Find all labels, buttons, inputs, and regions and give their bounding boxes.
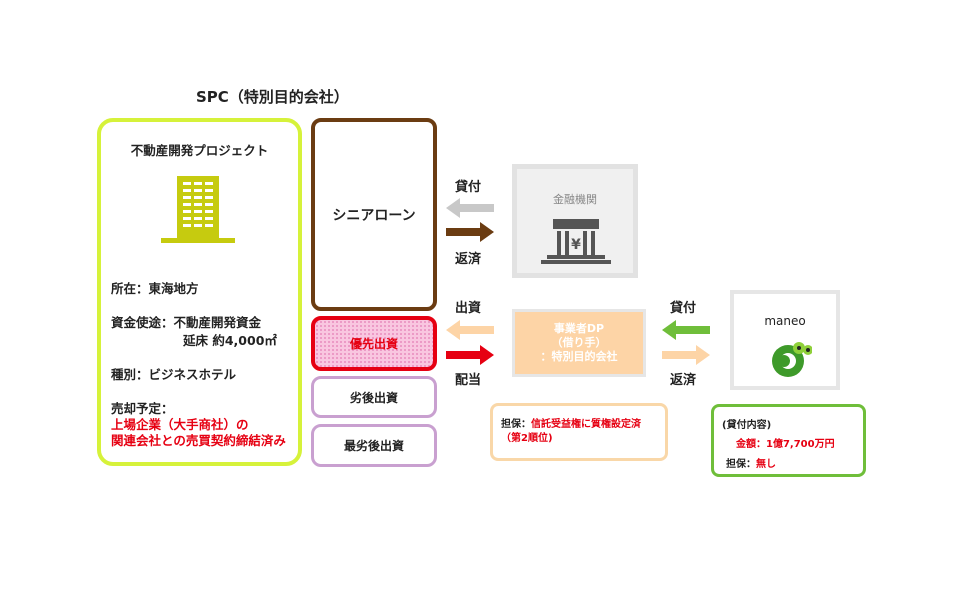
subordinated-equity-label: 劣後出資: [349, 390, 398, 405]
project-heading: 不動産開発プロジェクト: [130, 143, 269, 158]
senior-loan-label: シニアローン: [332, 207, 416, 224]
property-type-field: 種別：ビジネスホテル: [111, 367, 237, 382]
most-subordinated-equity-label: 最劣後出資: [343, 439, 404, 453]
collateral-prefix: 担保：: [501, 419, 531, 430]
most-subordinated-equity-tranche: 最劣後出資: [311, 424, 437, 467]
loan-collateral-label: 担保：: [726, 459, 756, 470]
collateral-value: 信託受益権に質権設定済: [531, 419, 641, 430]
bank-building-icon: ¥: [541, 219, 611, 264]
loan-amount: 金額：1億7,700万円: [736, 439, 835, 450]
dividend-arrow: [446, 345, 494, 365]
bank-lend-arrow: [446, 198, 494, 218]
maneo-logo-icon: [772, 342, 812, 377]
preferred-equity-label: 優先出資: [349, 337, 398, 351]
operator-line2: （借り手）: [551, 336, 607, 349]
sale-plan-line1: 上場企業（大手商社）の: [111, 417, 249, 432]
bank-repay-arrow: [446, 222, 494, 242]
sale-plan-line2: 関連会社との売買契約締結済み: [111, 433, 286, 448]
maneo-lend-arrow: [662, 320, 710, 340]
operator-line1: 事業者DP: [553, 322, 605, 335]
invest-arrow: [446, 320, 494, 340]
dividend-label: 配当: [455, 373, 482, 388]
subordinated-equity-tranche: 劣後出資: [311, 376, 437, 418]
project-panel: 不動産開発プロジェクト 所在：東海地方 資金使途：不動産開発資金 延床 約4,0…: [97, 118, 302, 466]
bank-lend-label: 貸付: [455, 180, 482, 195]
operator-line3: ：特別目的会社: [540, 350, 618, 363]
building-icon: [161, 176, 235, 243]
loan-collateral-row: 担保：無し: [726, 455, 776, 470]
collateral-line1: 担保：信託受益権に質権設定済: [501, 418, 665, 432]
loan-details-heading: (貸付内容): [722, 420, 772, 431]
preferred-equity-tranche: 優先出資: [311, 316, 437, 371]
spc-title: SPC（特別目的会社）: [196, 88, 349, 106]
use-of-funds-field: 資金使途：不動産開発資金: [111, 315, 262, 330]
location-field: 所在：東海地方: [111, 281, 199, 296]
maneo-repay-arrow: [662, 345, 710, 365]
sale-plan-label: 売却予定：: [111, 401, 174, 416]
bank-repay-label: 返済: [455, 252, 482, 267]
maneo-panel: maneo: [730, 290, 840, 390]
svg-text:¥: ¥: [571, 237, 581, 253]
floor-area-field: 延床 約4,000㎡: [183, 333, 277, 348]
collateral-note: 担保：信託受益権に質権設定済 （第2順位): [490, 403, 668, 461]
loan-collateral-value: 無し: [756, 459, 776, 470]
operator-panel: 事業者DP （借り手） ：特別目的会社: [512, 309, 646, 377]
senior-loan-tranche: シニアローン: [311, 118, 437, 311]
loan-details-panel: (貸付内容) 金額：1億7,700万円 担保：無し: [711, 404, 866, 477]
invest-label: 出資: [455, 301, 482, 316]
collateral-line2: （第2順位): [501, 433, 553, 444]
maneo-label: maneo: [764, 314, 806, 328]
bank-panel: 金融機関 ¥: [512, 164, 638, 278]
bank-label: 金融機関: [553, 193, 597, 206]
maneo-repay-label: 返済: [670, 373, 697, 388]
maneo-lend-label: 貸付: [670, 301, 697, 316]
